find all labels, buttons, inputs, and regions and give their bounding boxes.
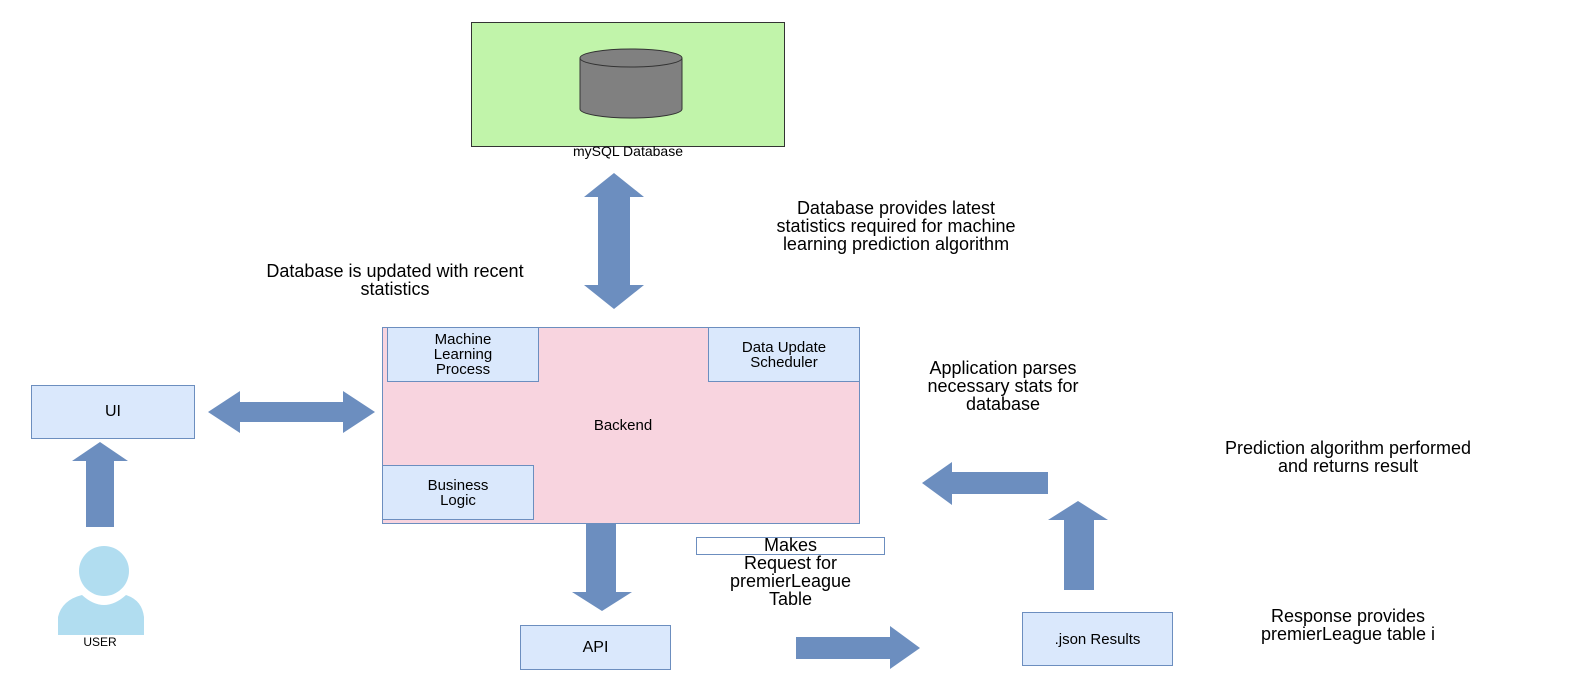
- db-provides-annotation: Database provides latest statistics requ…: [730, 199, 1062, 253]
- db-updated-annotation: Database is updated with recent statisti…: [220, 262, 570, 298]
- database-area: [471, 22, 785, 147]
- annotation-line: Prediction algorithm performed: [1224, 438, 1472, 458]
- annotation-line: necessary stats for: [927, 376, 1079, 396]
- json-results-label: .json Results: [1054, 630, 1141, 648]
- ml-process-box[interactable]: Machine Learning Process: [387, 327, 539, 382]
- annotation-line: statistics: [360, 279, 430, 299]
- data-update-scheduler-label: Data Update Scheduler: [741, 338, 827, 371]
- annotation-line: Database provides latest: [796, 198, 996, 218]
- ui-box[interactable]: UI: [31, 385, 195, 439]
- database-label: mySQL Database: [573, 143, 683, 159]
- annotation-line: Database is updated with recent: [266, 261, 524, 281]
- prediction-annotation: Prediction algorithm performed and retur…: [1180, 439, 1516, 475]
- backend-label: Backend: [593, 417, 653, 434]
- business-logic-box[interactable]: Business Logic: [382, 465, 534, 520]
- annotation-line: premierLeague: [729, 571, 852, 591]
- api-label: API: [582, 638, 609, 656]
- annotation-line: Application parses: [929, 358, 1077, 378]
- makes-request-box: [696, 537, 885, 555]
- makes-request-annotation: Makes Request for premierLeague Table: [696, 536, 885, 608]
- json-results-box[interactable]: .json Results: [1022, 612, 1173, 666]
- annotation-line: learning prediction algorithm: [782, 234, 1010, 254]
- ui-label: UI: [105, 403, 121, 420]
- json-up-arrow: [1048, 501, 1108, 590]
- annotation-line: Table: [768, 589, 813, 609]
- ml-process-label: Machine Learning Process: [433, 331, 493, 378]
- response-annotation: Response provides premierLeague table i: [1220, 607, 1476, 643]
- backend-to-api-arrow: [572, 523, 632, 611]
- user-label: USER: [83, 635, 117, 649]
- json-to-backend-arrow: [922, 462, 1048, 505]
- annotation-line: Response provides: [1270, 606, 1426, 626]
- annotation-line: statistics required for machine: [776, 216, 1016, 236]
- api-to-json-arrow: [796, 626, 920, 669]
- data-update-scheduler-box[interactable]: Data Update Scheduler: [708, 327, 860, 382]
- user-icon: [58, 546, 144, 635]
- annotation-line: and returns result: [1277, 456, 1419, 476]
- database-backend-double-arrow: [584, 173, 644, 309]
- business-logic-label: Business Logic: [427, 476, 489, 509]
- annotation-line: premierLeague table i: [1260, 624, 1436, 644]
- annotation-line: Request for: [743, 553, 838, 573]
- user-to-ui-arrow: [72, 442, 128, 527]
- annotation-line: database: [965, 394, 1041, 414]
- app-parses-annotation: Application parses necessary stats for d…: [893, 359, 1113, 413]
- ui-backend-double-arrow: [208, 391, 375, 433]
- annotation-line: Makes: [763, 535, 817, 555]
- database-cylinder-icon: [579, 48, 683, 119]
- api-box[interactable]: API: [520, 625, 671, 670]
